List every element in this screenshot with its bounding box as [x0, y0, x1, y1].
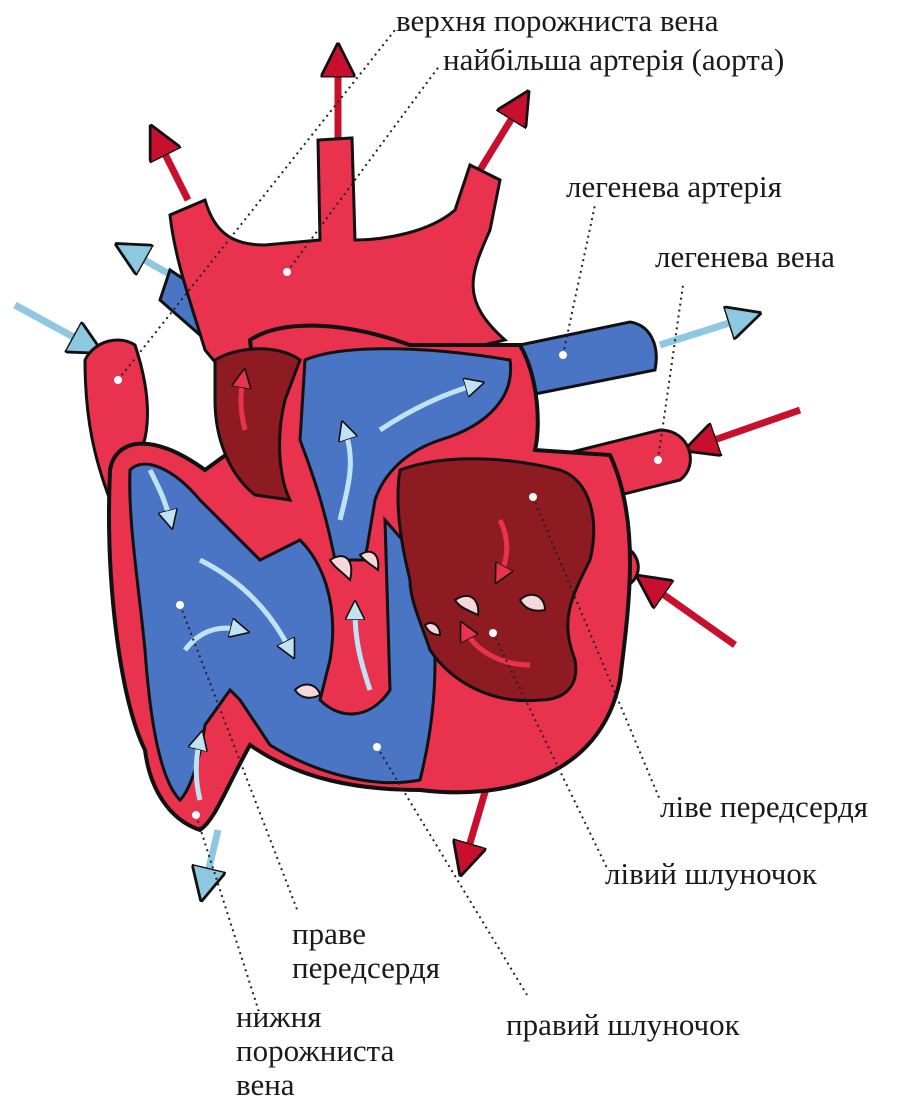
label-superior-vena-cava: верхня порожниста вена: [396, 4, 719, 38]
label-left-ventricle: лівий шлуночок: [605, 857, 817, 891]
label-right-atrium: праве передсердя: [292, 917, 440, 985]
label-pulmonary-vein: легенева вена: [655, 240, 835, 274]
label-right-ventricle: правий шлуночок: [506, 1008, 740, 1042]
label-left-atrium: ліве передсердя: [660, 790, 868, 824]
pulmonary-artery-trunk: [520, 322, 656, 395]
label-aorta: найбільша артерія (аорта): [443, 43, 784, 77]
label-inferior-vena-cava: нижня порожниста вена: [236, 1000, 394, 1102]
label-pulmonary-artery: легенева артерія: [566, 170, 782, 204]
